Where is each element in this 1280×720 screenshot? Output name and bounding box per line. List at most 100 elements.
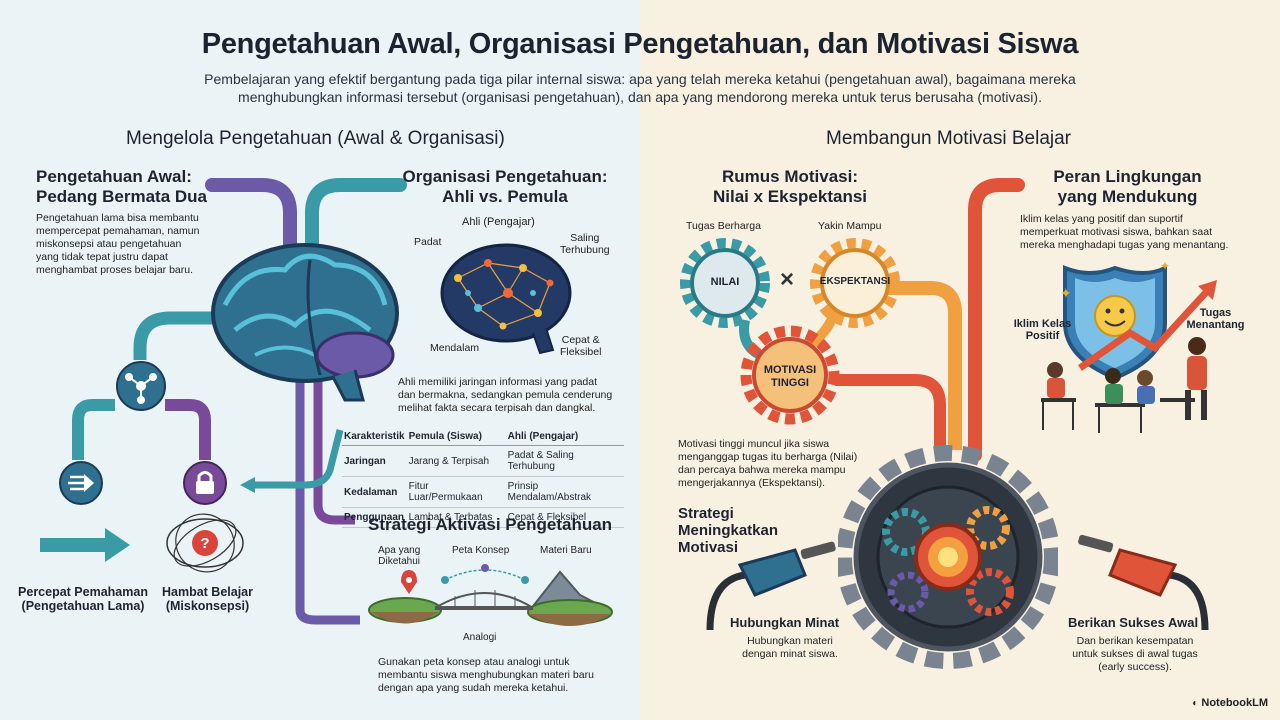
hinder-label-line-2: (Miskonsepsi) [165, 599, 250, 613]
valuable-task-label: Tugas Berharga [686, 220, 761, 232]
fuel-nozzle-left-icon [706, 541, 836, 631]
accelerate-arrowhead [105, 528, 130, 562]
formula-body-line: menganggap tugas itu berharga (Nilai) [678, 451, 858, 463]
prior-knowledge-body: Pengetahuan lama bisa membantu mempercep… [36, 212, 206, 277]
right-section-title: Membangun Motivasi Belajar [826, 128, 1072, 149]
concept-map-label: Peta Konsep [452, 545, 510, 556]
prior-knowledge-title: Pengetahuan Awal: Pedang Bermata Dua [36, 167, 207, 207]
subtitle-line-2: menghubungkan informasi tersebut (organi… [238, 89, 1042, 105]
fast-forward-icon [59, 461, 103, 505]
multiply-symbol: × [780, 266, 795, 293]
svg-text:✦: ✦ [1060, 286, 1072, 302]
table-cell: Jarang & Terpisah [406, 445, 506, 477]
subtitle-line-1: Pembelajaran yang efektif bergantung pad… [204, 71, 1076, 87]
strategy-body-line: membantu siswa menghubungkan materi baru [378, 669, 594, 681]
motivation-strategy-line-3: Motivasi [678, 539, 739, 556]
connect-interest-title: Hubungkan Minat [730, 615, 840, 630]
challenging-task-line-2: Menantang [1186, 319, 1245, 331]
prior-title-line-2: Pedang Bermata Dua [36, 187, 207, 206]
prior-body-line: miskonsepsi atau pengetahuan [36, 238, 182, 250]
strategy-body-line: dengan apa yang sudah mereka ketahui. [378, 682, 569, 694]
prior-title-line-1: Pengetahuan Awal: [36, 167, 192, 186]
lock-icon [183, 461, 227, 505]
red-pipe [968, 178, 1025, 462]
motivation-gear-icon [740, 325, 840, 425]
strategy-body-line: Gunakan peta konsep atau analogi untuk [378, 656, 570, 668]
motivation-gear-line-1: MOTIVASI [763, 364, 817, 376]
deep-label: Mendalam [430, 342, 480, 354]
expectancy-gear-label: EKSPEKTANSI [819, 276, 891, 287]
organization-title-line-1: Organisasi Pengetahuan: [402, 167, 608, 186]
svg-text:✦: ✦ [1160, 259, 1170, 273]
network-node-icon [116, 361, 166, 411]
value-gear-icon [680, 238, 770, 328]
fast-flexible-line-1: Cepat & [561, 334, 600, 346]
connected-label-line-1: Saling [570, 232, 600, 244]
expert-brain-network-icon [440, 243, 572, 355]
connected-label: Saling Terhubung [560, 232, 610, 256]
connect-interest-body: Hubungkan materi dengan minat siswa. [730, 635, 850, 661]
comparison-table: Karakteristik Pemula (Siswa) Ahli (Penga… [342, 428, 624, 528]
teal-pipe-table [255, 429, 344, 489]
purple-pipe-down [295, 380, 360, 625]
teal-pipe-left [133, 311, 240, 360]
orange-link-ekspektansi [806, 308, 840, 349]
environment-title: Peran Lingkungan yang Mendukung [1040, 167, 1215, 207]
early-success-body: Dan berikan kesempatan untuk sukses di a… [1060, 635, 1210, 674]
expert-label: Ahli (Pengajar) [462, 216, 535, 228]
known-label: Apa yang Diketahui [378, 545, 420, 567]
table-cell: Jaringan [342, 445, 407, 477]
purple-branch-right [165, 399, 211, 460]
table-header-cell: Karakteristik [342, 428, 407, 446]
dense-label: Padat [414, 236, 442, 248]
motivation-strategy-line-2: Meningkatkan [678, 522, 779, 539]
table-row: Jaringan Jarang & Terpisah Padat & Salin… [342, 445, 624, 477]
value-gear-label: NILAI [710, 276, 740, 288]
fast-flexible-line-2: Fleksibel [560, 346, 602, 358]
teal-arrowhead [240, 477, 255, 493]
organization-body-line: Ahli memiliki jaringan informasi yang pa… [398, 376, 598, 388]
formula-body-line: dan percaya bahwa mereka mampu [678, 464, 846, 476]
formula-title-line-1: Rumus Motivasi: [721, 167, 859, 186]
environment-title-line-1: Peran Lingkungan [1053, 167, 1202, 186]
motivation-strategy-line-1: Strategi [678, 505, 734, 522]
positive-climate-line-1: Iklim Kelas [1013, 318, 1072, 330]
environment-title-line-2: yang Mendukung [1057, 187, 1198, 206]
success-body-line: (early success). [1098, 661, 1172, 673]
activation-strategy-body: Gunakan peta konsep atau analogi untuk m… [378, 656, 618, 695]
table-cell: Lambat & Terbatas [406, 507, 506, 528]
environment-body-line: memperkuat motivasi siswa, bahkan saat [1020, 226, 1212, 238]
challenging-task-label: Tugas Menantang [1178, 307, 1253, 331]
fuel-nozzle-right-icon [1078, 534, 1209, 631]
organization-body: Ahli memiliki jaringan informasi yang pa… [398, 376, 628, 415]
formula-body-line: Motivasi tinggi muncul jika siswa [678, 438, 830, 450]
teal-branch-left [72, 399, 115, 460]
brand-label: NotebookLM [1201, 697, 1268, 709]
purple-pipe-top [205, 178, 297, 297]
left-section-title: Mengelola Pengetahuan (Awal & Organisasi… [126, 128, 505, 149]
connected-label-line-2: Terhubung [560, 244, 610, 256]
table-cell: Cepat & Fleksibel [505, 507, 624, 528]
environment-body-line: Iklim kelas yang positif dan suportif [1020, 213, 1183, 225]
accelerate-label-line-2: (Pengetahuan Lama) [21, 599, 145, 613]
orange-pipe [880, 281, 962, 450]
table-cell: Penggunaan [342, 507, 407, 528]
notebook-logo-icon: ◐ [1192, 698, 1199, 709]
known-label-line-1: Apa yang [378, 545, 421, 556]
motivation-gear-label: MOTIVASI TINGGI [740, 364, 840, 390]
formula-title-line-2: Nilai x Ekspektansi [712, 187, 868, 206]
motivation-formula-title: Rumus Motivasi: Nilai x Ekspektansi [705, 167, 875, 207]
table-row: Penggunaan Lambat & Terbatas Cepat & Fle… [342, 507, 624, 528]
organization-body-line: dan bermakna, sedangkan pemula cenderung [398, 389, 613, 401]
positive-climate-line-2: Positif [1025, 330, 1060, 342]
challenging-task-line-1: Tugas [1199, 307, 1232, 319]
motivation-engine-icon [838, 445, 1058, 669]
prior-body-line: mempercepat pemahaman, namun [36, 225, 200, 237]
page-subtitle: Pembelajaran yang efektif bergantung pad… [170, 70, 1110, 106]
formula-body-line: mengerjakannya (Ekspektansi). [678, 477, 826, 489]
motivation-formula-body: Motivasi tinggi muncul jika siswa mengan… [678, 438, 878, 490]
confident-label: Yakin Mampu [818, 220, 882, 232]
interest-body-line: dengan minat siswa. [742, 648, 838, 660]
svg-text:?: ? [200, 535, 209, 552]
